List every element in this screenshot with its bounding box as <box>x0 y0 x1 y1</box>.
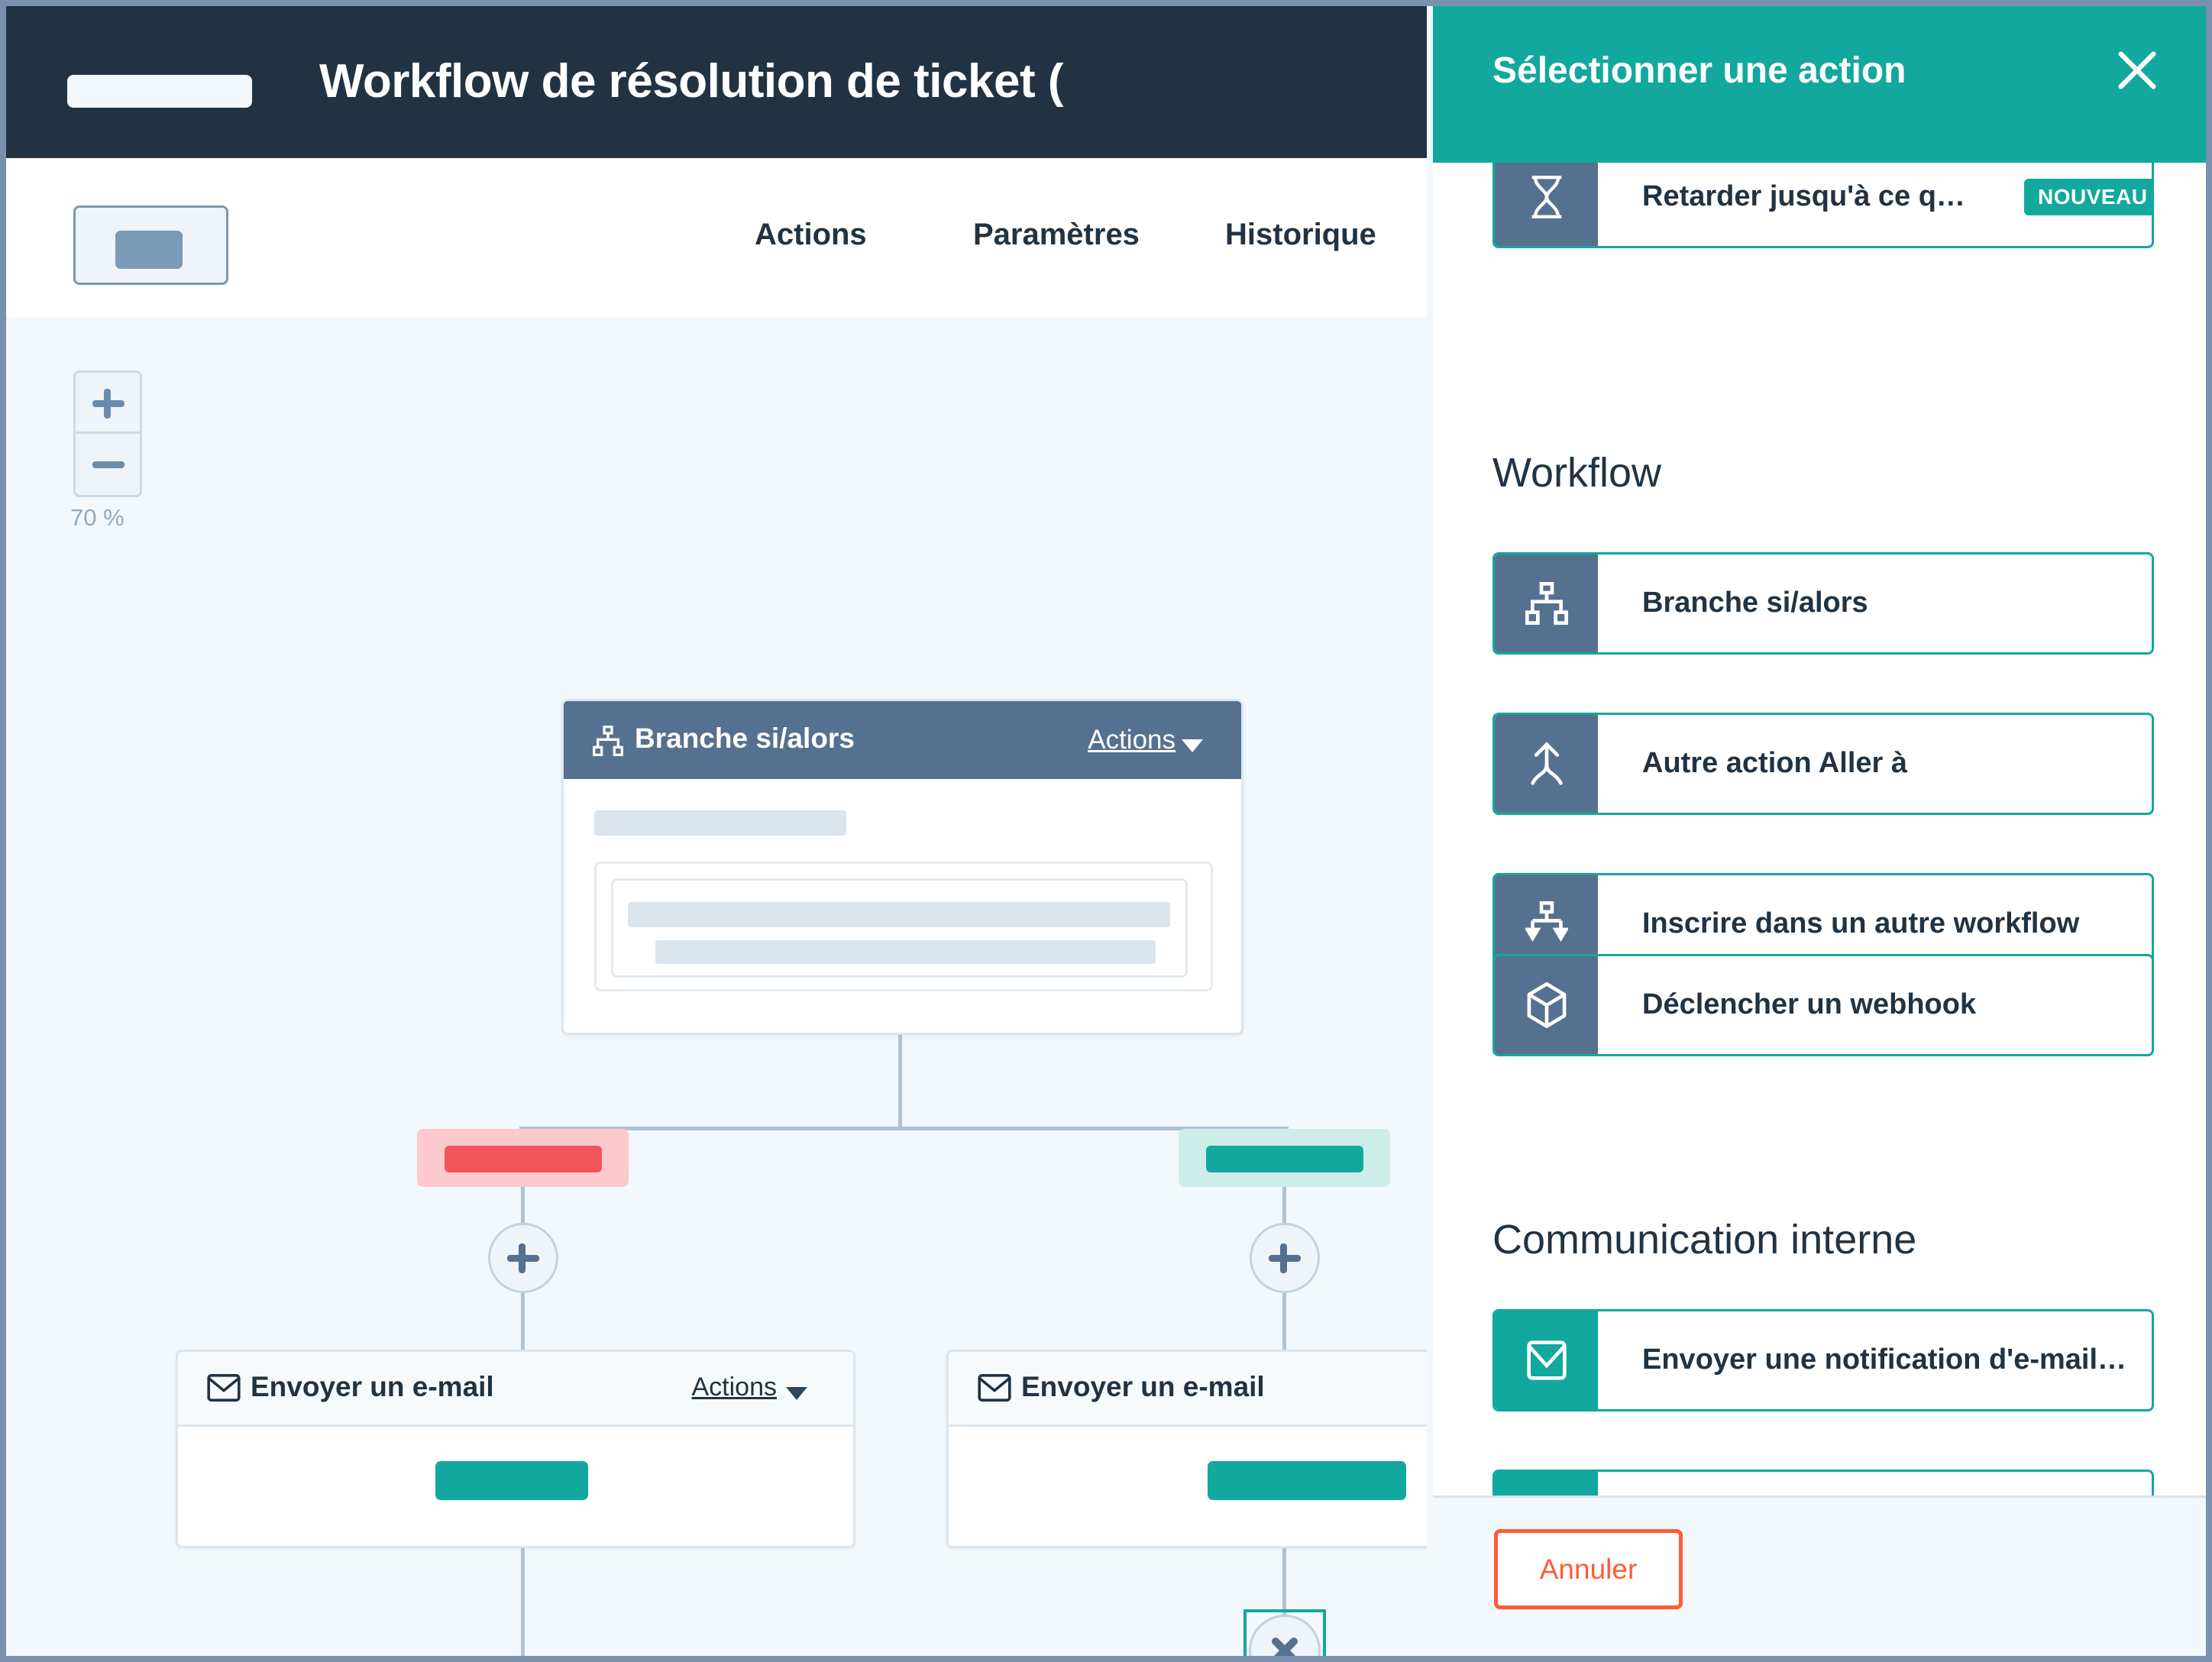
envelope-icon <box>978 1374 1011 1402</box>
branch-skeleton-line <box>628 902 1170 927</box>
zoom-in-button[interactable] <box>73 370 142 434</box>
email-node-title: Envoyer un e-mail <box>251 1371 494 1402</box>
minus-icon <box>92 461 125 468</box>
action-item-label: Autre action Aller à <box>1642 747 1908 779</box>
envelope-icon <box>207 1374 241 1402</box>
tab-actions[interactable]: Actions <box>755 218 867 251</box>
connector-trunk <box>898 1035 902 1130</box>
remove-action-selection <box>1243 1609 1326 1656</box>
action-item-swatch <box>1495 1311 1598 1409</box>
workflow-app-region: Workflow de résolution de ticket ( Actio… <box>6 6 1427 1656</box>
email-node-right[interactable]: Envoyer un e-mail <box>946 1350 1427 1548</box>
action-item-swatch <box>1495 1472 1598 1495</box>
action-item-swatch <box>1495 956 1598 1054</box>
action-item-label: Branche si/alors <box>1642 587 1868 619</box>
connector-horizontal <box>519 1127 1289 1130</box>
cancel-button[interactable]: Annuler <box>1494 1529 1683 1609</box>
action-item-label: Inscrire dans un autre workflow <box>1642 907 2080 939</box>
branch-skeleton-line <box>655 940 1156 964</box>
envelope-icon <box>1527 1340 1567 1380</box>
action-item-label: Envoyer une notification d'e-mail… <box>1642 1344 2127 1376</box>
back-icon <box>115 231 183 269</box>
action-item-swatch <box>1495 555 1598 652</box>
branch-skeleton-line <box>594 810 846 836</box>
action-item-envoyer-notification-email[interactable]: Envoyer une notification d'e-mail… <box>1492 1309 2154 1411</box>
hourglass-icon <box>1531 176 1562 218</box>
action-item-declencher-webhook[interactable]: Déclencher un webhook <box>1492 954 2154 1056</box>
branch-node[interactable]: Branche si/alors Actions <box>561 699 1243 1035</box>
add-action-button-left[interactable] <box>488 1223 558 1293</box>
action-item-swatch <box>1495 715 1598 813</box>
email-node-header: Envoyer un e-mail Actions <box>178 1352 853 1427</box>
chevron-down-icon[interactable] <box>1182 739 1203 752</box>
email-node-left[interactable]: Envoyer un e-mail Actions <box>176 1350 855 1548</box>
branch-icon <box>1525 582 1568 625</box>
action-item-retarder[interactable]: Retarder jusqu'à ce q… NOUVEAU <box>1492 163 2154 248</box>
branch-icon <box>593 726 623 756</box>
email-node-title: Envoyer un e-mail <box>1021 1371 1265 1402</box>
page-title: Workflow de résolution de ticket ( <box>319 55 1063 108</box>
app-header: Workflow de résolution de ticket ( <box>6 6 1427 158</box>
remove-action-button[interactable] <box>1249 1615 1321 1656</box>
branch-badge-negative <box>417 1129 629 1187</box>
section-title-workflow: Workflow <box>1492 450 1662 496</box>
new-badge: NOUVEAU <box>2024 179 2152 215</box>
email-node-pill <box>435 1461 588 1500</box>
action-item-label: Déclencher un webhook <box>1642 988 1977 1020</box>
back-button[interactable] <box>73 205 228 285</box>
tab-historique[interactable]: Historique <box>1225 218 1376 251</box>
branch-badge-positive <box>1179 1129 1390 1187</box>
branch-node-title: Branche si/alors <box>635 723 855 754</box>
tab-parametres[interactable]: Paramètres <box>973 218 1140 251</box>
panel-title: Sélectionner une action <box>1492 50 1906 91</box>
section-title-communication-interne: Communication interne <box>1492 1217 1917 1263</box>
goto-icon <box>1531 742 1563 785</box>
branch-node-actions-menu[interactable]: Actions <box>1088 725 1176 755</box>
panel-footer: Annuler <box>1433 1495 2206 1656</box>
app-frame: Workflow de résolution de ticket ( Actio… <box>6 6 2206 1656</box>
tab-bar: Actions Paramètres Historique <box>6 158 1427 464</box>
workflow-canvas[interactable]: 70 % Branche si/alors Actions <box>6 317 1427 1656</box>
chevron-down-icon[interactable] <box>786 1387 807 1400</box>
select-action-panel: Sélectionner une action Retarder jusqu'à… <box>1433 6 2206 1656</box>
email-node-pill <box>1208 1461 1406 1500</box>
add-action-button-right[interactable] <box>1250 1223 1320 1293</box>
action-item-swatch <box>1495 163 1598 246</box>
cube-icon <box>1527 982 1567 1028</box>
branch-condition-row <box>611 878 1188 978</box>
action-item-branche-si-alors[interactable]: Branche si/alors <box>1492 552 2154 655</box>
action-item-partial[interactable] <box>1492 1470 2154 1495</box>
zoom-controls <box>73 370 142 497</box>
close-icon[interactable] <box>2113 46 2162 95</box>
branch-condition-group <box>594 862 1213 991</box>
zoom-out-button[interactable] <box>73 434 142 497</box>
zoom-level-label: 70 % <box>70 504 125 531</box>
enroll-workflow-icon <box>1525 901 1568 942</box>
panel-body[interactable]: Retarder jusqu'à ce q… NOUVEAU Workflow … <box>1433 163 2206 1495</box>
email-node-header: Envoyer un e-mail <box>949 1352 1427 1427</box>
branch-node-header: Branche si/alors Actions <box>564 701 1241 779</box>
panel-header: Sélectionner une action <box>1433 6 2206 163</box>
header-placeholder-pill <box>67 75 252 108</box>
action-item-autre-action-aller-a[interactable]: Autre action Aller à <box>1492 713 2154 815</box>
email-node-actions-menu[interactable]: Actions <box>691 1373 778 1402</box>
action-item-label: Retarder jusqu'à ce q… <box>1642 180 1965 212</box>
